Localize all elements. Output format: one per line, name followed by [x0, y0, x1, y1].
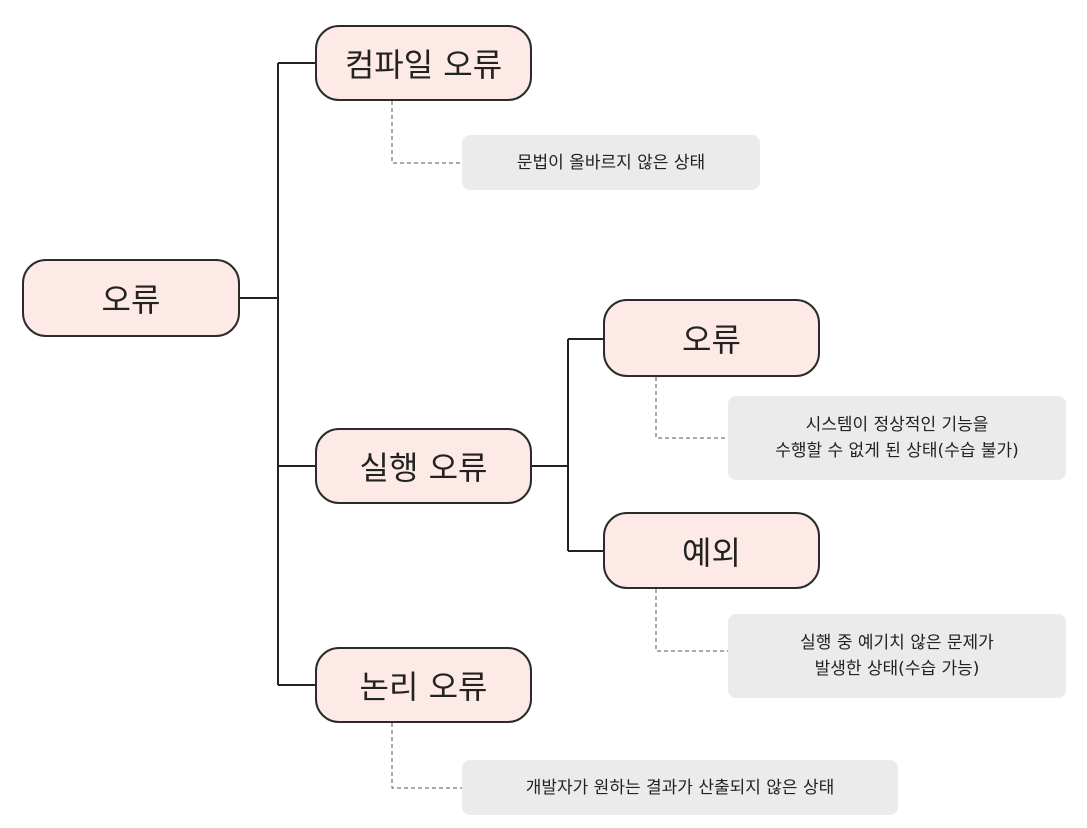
error-note-line1: 시스템이 정상적인 기능을	[805, 415, 989, 435]
compile-error-label: 컴파일 오류	[344, 46, 503, 84]
compile-note-dashed-connector	[391, 101, 462, 164]
logic-error-note: 개발자가 원하는 결과가 산출되지 않은 상태	[462, 760, 898, 815]
compile-error-note-text: 문법이 올바르지 않은 상태	[516, 152, 706, 173]
exception-note: 실행 중 예기치 않은 문제가 발생한 상태(수습 가능)	[728, 614, 1066, 698]
exception-note-line1: 실행 중 예기치 않은 문제가	[800, 633, 994, 653]
exception-node-label: 예외	[682, 533, 741, 572]
error-node: 오류	[603, 299, 820, 377]
logic-error-note-text: 개발자가 원하는 결과가 산출되지 않은 상태	[525, 777, 835, 798]
logic-note-dashed-connector	[391, 723, 462, 789]
root-node-label: 오류	[101, 281, 161, 319]
exception-note-dashed-connector	[655, 589, 728, 652]
error-node-label: 오류	[682, 321, 741, 359]
error-note-dashed-connector	[655, 377, 728, 439]
error-note-line2: 수행할 수 없게 된 상태(수습 불가)	[775, 441, 1019, 461]
exception-node: 예외	[603, 512, 820, 589]
root-node: 오류	[22, 259, 240, 337]
logic-error-node: 논리 오류	[315, 647, 532, 723]
compile-error-note: 문법이 올바르지 않은 상태	[462, 135, 760, 190]
compile-error-node: 컴파일 오류	[315, 25, 532, 101]
logic-error-label: 논리 오류	[359, 668, 488, 706]
runtime-error-node: 실행 오류	[315, 428, 532, 504]
exception-note-line2: 발생한 상태(수습 가능)	[814, 659, 980, 679]
runtime-error-label: 실행 오류	[359, 449, 488, 487]
error-note: 시스템이 정상적인 기능을 수행할 수 없게 된 상태(수습 불가)	[728, 396, 1066, 480]
